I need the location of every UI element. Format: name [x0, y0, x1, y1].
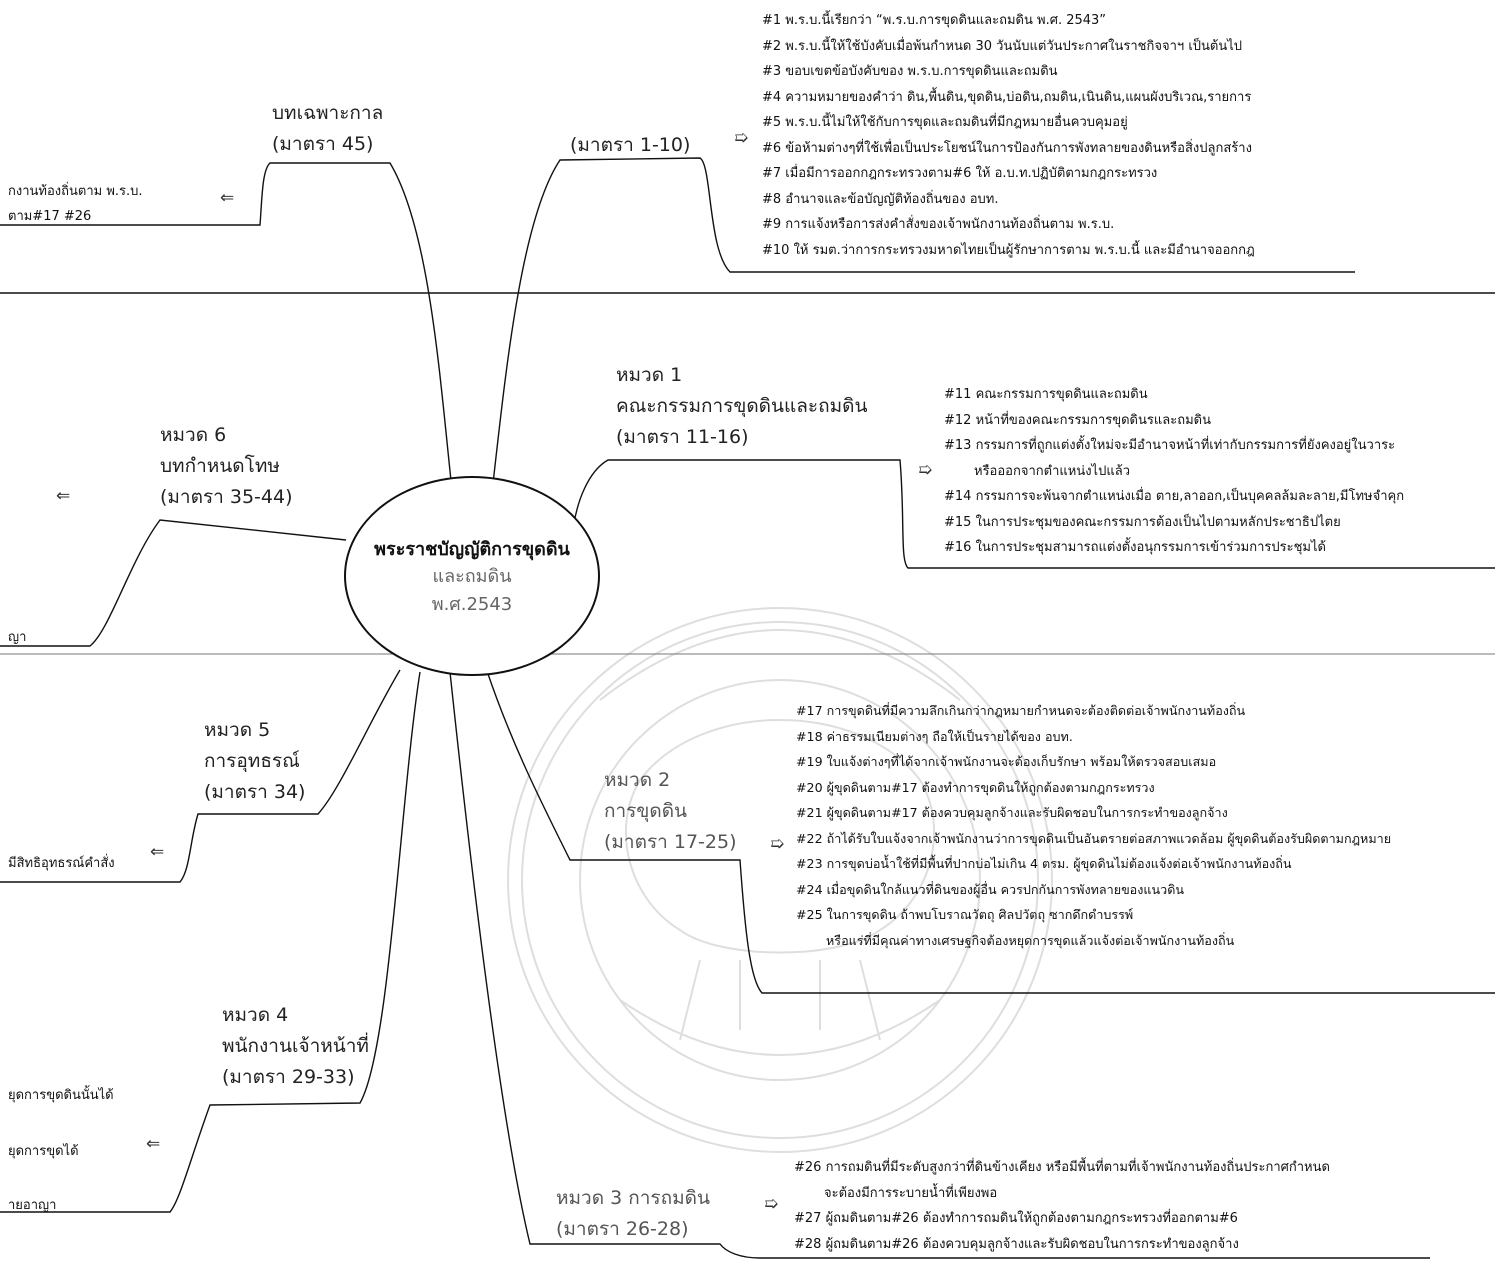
branch-line-ch6 [0, 519, 347, 647]
ch2-section-list: #17 การขุดดินที่มีความลึกเกินกว่ากฎหมายก… [796, 698, 1391, 953]
list-item: #6 ข้อห้ามต่างๆที่ใช้เพื่อเป็นประโยชน์ใน… [762, 140, 1252, 156]
list-item: #13 กรรมการที่ถูกแต่งตั้งใหม่จะมีอำนาจหน… [944, 438, 1396, 453]
branch-ch6-title: หมวด 6 [160, 424, 227, 446]
list-item: #12 หน้าที่ของคณะกรรมการขุดดินรและถมดิน [944, 412, 1211, 428]
list-item: #10 ให้ รมต.ว่าการกระทรวงมหาดไทยเป็นผู้ร… [762, 242, 1255, 258]
list-item: #14 กรรมการจะพ้นจากตำแหน่งเมื่อ ตาย,ลาออ… [944, 489, 1405, 504]
central-subtitle: และถมดิน [432, 565, 512, 587]
list-item: #25 ในการขุดดิน ถ้าพบโบราณวัตถุ ศิลปวัตถ… [796, 907, 1134, 922]
arrow-left-icon: ⇐ [150, 842, 165, 862]
branch-line-transitional [0, 162, 453, 491]
list-item: หรือออกจากตำแหน่งไปแล้ว [974, 463, 1130, 479]
branch-ch2-title: หมวด 2 [604, 769, 671, 791]
list-item: #8 อำนาจและข้อบัญญัติท้องถิ่นของ อบท. [762, 191, 999, 207]
branch-line-intro [491, 157, 1355, 493]
branch-ch1: หมวด 1 คณะกรรมการขุดดินและถมดิน (มาตรา 1… [616, 360, 867, 453]
list-item: #19 ใบแจ้งต่างๆที่ได้จากเจ้าพนักงานจะต้อ… [796, 754, 1217, 769]
list-item: หรือแร่ที่มีคุณค่าทางเศรษฐกิจต้องหยุดการ… [826, 932, 1235, 948]
branch-ch4-name: พนักงานเจ้าหน้าที่ [222, 1035, 369, 1057]
branch-transitional-title: บทเฉพาะกาล [272, 102, 384, 124]
branch-ch6-name: บทกำหนดโทษ [160, 455, 280, 477]
list-item: #23 การขุดบ่อน้ำใช้ที่มีพื้นที่ปากบ่อไม่… [796, 856, 1292, 871]
fragment-text: ญา [8, 630, 27, 645]
list-item: #5 พ.ร.บ.นี้ไม่ให้ใช้กับการขุดและถมดินที… [762, 115, 1128, 130]
list-item: #3 ขอบเขตข้อบังคับของ พ.ร.บ.การขุดดินและ… [762, 64, 1058, 79]
branch-ch6-sections: (มาตรา 35-44) [160, 486, 293, 508]
ch3-section-list: #26 การถมดินที่มีระดับสูงกว่าที่ดินข้างเ… [794, 1155, 1330, 1257]
arrow-icon: ➯ [770, 834, 785, 854]
arrow-icon: ➯ [764, 1194, 779, 1214]
fragment-text: ตาม#17 #26 [8, 209, 92, 224]
list-item: #28 ผู้ถมดินตาม#26 ต้องควบคุมลูกจ้างและร… [794, 1236, 1239, 1252]
list-item: #21 ผู้ขุดดินตาม#17 ต้องควบคุมลูกจ้างและ… [796, 805, 1228, 820]
list-item: #1 พ.ร.บ.นี้เรียกว่า “พ.ร.บ.การขุดดินและ… [762, 13, 1107, 28]
ch1-section-list: #11 คณะกรรมการขุดดินและถมดิน #12 หน้าที่… [944, 382, 1404, 561]
arrow-icon: ➯ [918, 460, 933, 480]
arrow-left-icon: ⇐ [220, 188, 235, 208]
branch-transitional-sections: (มาตรา 45) [272, 133, 374, 155]
branch-ch3-title: หมวด 3 การถมดิน [556, 1187, 710, 1209]
fragment-text: มีสิทธิอุทธรณ์คำสั่ง [8, 856, 115, 871]
list-item: #7 เมื่อมีการออกกฎกระทรวงตาม#6 ให้ อ.บ.ท… [762, 166, 1158, 181]
list-item: #16 ในการประชุมสามารถแต่งตั้งอนุกรรมการเ… [944, 540, 1326, 555]
branch-ch5-name: การอุทธรณ์ [204, 750, 300, 772]
list-item: #15 ในการประชุมของคณะกรรมการต้องเป็นไปตา… [944, 514, 1341, 530]
list-item: #11 คณะกรรมการขุดดินและถมดิน [944, 387, 1148, 402]
branch-line-ch1 [571, 459, 1495, 569]
branch-ch2: หมวด 2 การขุดดิน (มาตรา 17-25) [604, 765, 736, 858]
branch-line-ch2 [485, 667, 1495, 994]
list-item: #27 ผู้ถมดินตาม#26 ต้องทำการถมดินให้ถูกต… [794, 1211, 1238, 1226]
branch-ch3: หมวด 3 การถมดิน (มาตรา 26-28) [556, 1183, 710, 1245]
branch-ch4-sections: (มาตรา 29-33) [222, 1066, 355, 1088]
branch-intro-sections: (มาตรา 1-10) [570, 134, 691, 156]
list-item: #4 ความหมายของคำว่า ดิน,พื้นดิน,ขุดดิน,บ… [762, 89, 1252, 105]
branch-ch6: หมวด 6 บทกำหนดโทษ (มาตรา 35-44) [160, 420, 292, 513]
list-item: #18 ค่าธรรมเนียมต่างๆ ถือให้เป็นรายได้ขอ… [796, 728, 1073, 744]
branch-ch1-name: คณะกรรมการขุดดินและถมดิน [616, 395, 868, 417]
branch-ch3-sections: (มาตรา 26-28) [556, 1218, 689, 1240]
arrow-left-icon: ⇐ [146, 1134, 161, 1154]
list-item: #26 การถมดินที่มีระดับสูงกว่าที่ดินข้างเ… [794, 1160, 1330, 1175]
arrow-icon: ➯ [734, 128, 749, 148]
central-title: พระราชบัญญัติการขุดดิน [374, 538, 570, 560]
branch-ch2-sections: (มาตรา 17-25) [604, 831, 737, 853]
intro-section-list: #1 พ.ร.บ.นี้เรียกว่า “พ.ร.บ.การขุดดินและ… [762, 8, 1255, 263]
central-topic: พระราชบัญญัติการขุดดิน และถมดิน พ.ศ.2543 [344, 476, 600, 676]
branch-ch1-title: หมวด 1 [616, 364, 683, 386]
branch-line-ch4 [0, 671, 421, 1213]
fragment-text: ยุดการขุดได้ [8, 1144, 79, 1159]
branch-ch5-title: หมวด 5 [204, 719, 271, 741]
branch-line-ch3 [449, 671, 1430, 1259]
list-item: #20 ผู้ขุดดินตาม#17 ต้องทำการขุดดินให้ถู… [796, 779, 1155, 795]
list-item: #17 การขุดดินที่มีความลึกเกินกว่ากฎหมายก… [796, 703, 1246, 718]
branch-intro: (มาตรา 1-10) [570, 130, 690, 161]
branch-transitional: บทเฉพาะกาล (มาตรา 45) [272, 98, 383, 160]
list-item: #24 เมื่อขุดดินใกล้แนวที่ดินของผู้อื่น ค… [796, 881, 1184, 897]
branch-ch5-sections: (มาตรา 34) [204, 781, 306, 803]
list-item: จะต้องมีการระบายน้ำที่เพียงพอ [824, 1185, 998, 1201]
fragment-text: ยุดการขุดดินนั้นได้ [8, 1088, 114, 1103]
branch-line-ch5 [0, 669, 401, 883]
branch-ch2-name: การขุดดิน [604, 800, 688, 822]
list-item: #22 ถ้าได้รับใบแจ้งจากเจ้าพนักงานว่าการข… [796, 830, 1392, 846]
branch-ch1-sections: (มาตรา 11-16) [616, 426, 749, 448]
list-item: #2 พ.ร.บ.นี้ให้ใช้บังคับเมื่อพ้นกำหนด 30… [762, 38, 1243, 54]
fragment-text: ายอาญา [8, 1198, 57, 1213]
branch-ch5: หมวด 5 การอุทธรณ์ (มาตรา 34) [204, 715, 305, 808]
central-year: พ.ศ.2543 [431, 593, 513, 615]
fragment-text: กงานท้องถิ่นตาม พ.ร.บ. [8, 184, 143, 199]
branch-ch4-title: หมวด 4 [222, 1004, 289, 1026]
arrow-left-icon: ⇐ [56, 486, 71, 506]
list-item: #9 การแจ้งหรือการส่งคำสั่งของเจ้าพนักงาน… [762, 217, 1115, 232]
branch-ch4: หมวด 4 พนักงานเจ้าหน้าที่ (มาตรา 29-33) [222, 1000, 369, 1093]
